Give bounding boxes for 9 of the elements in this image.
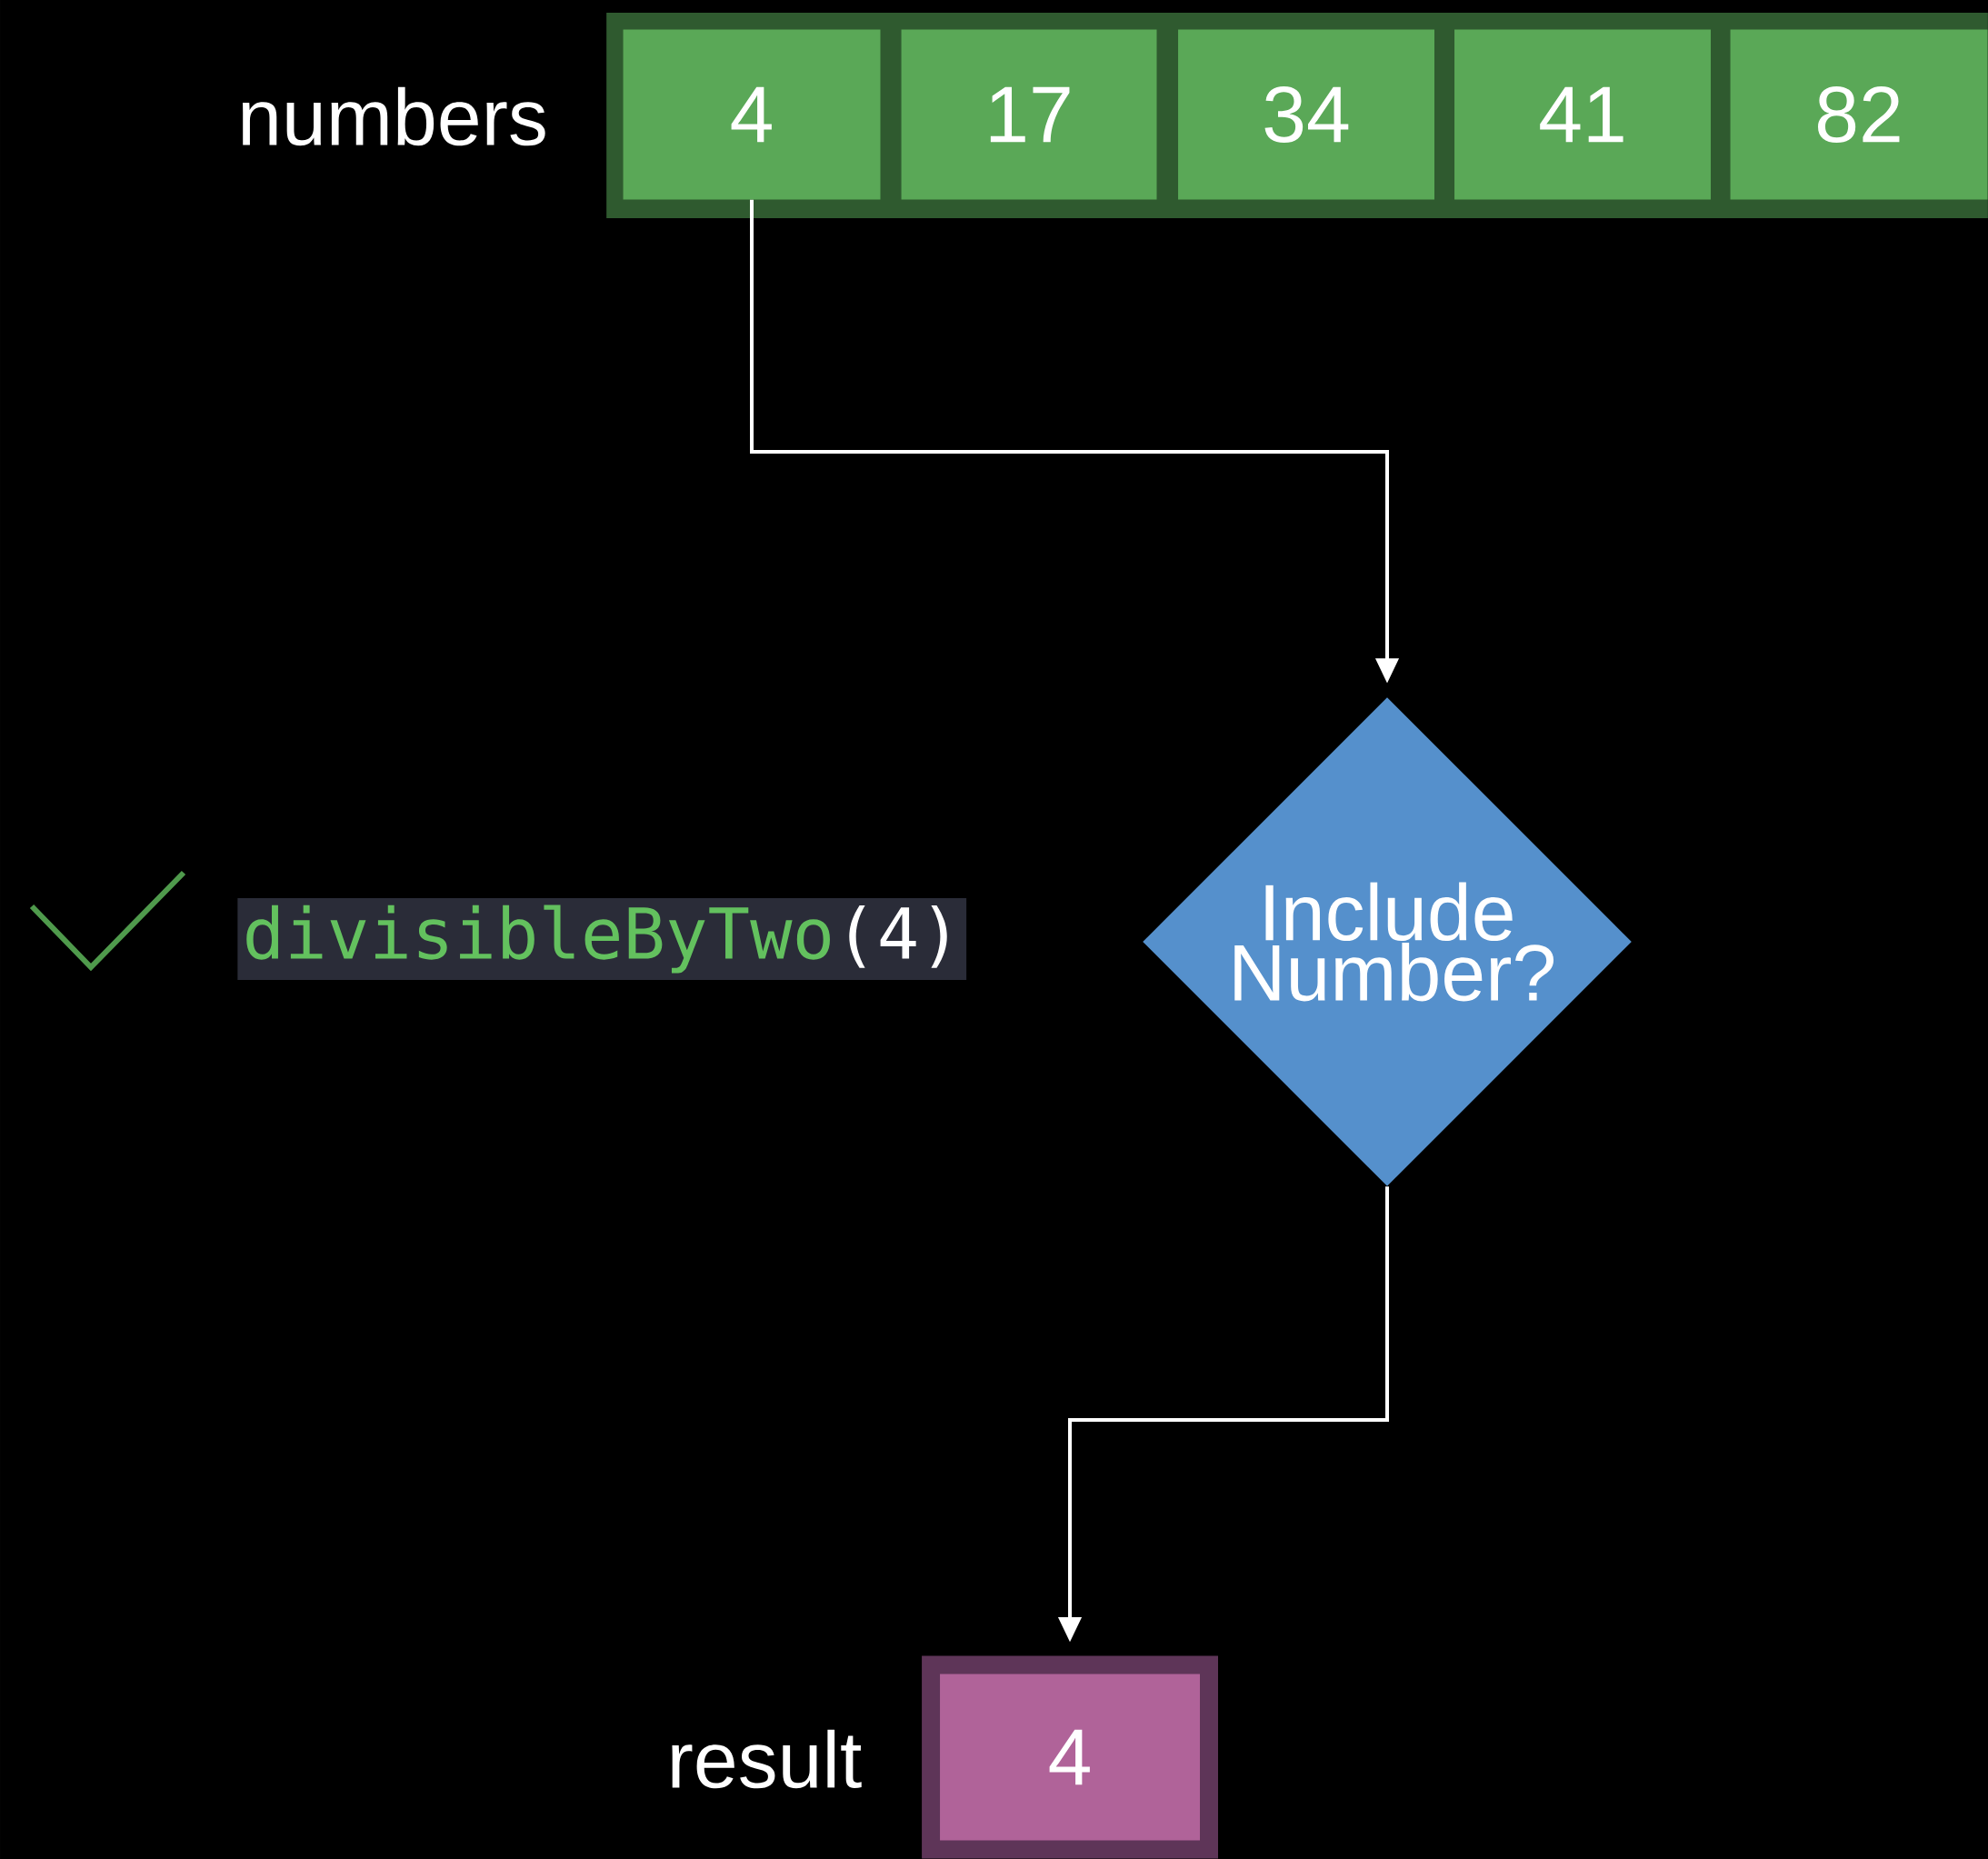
code-snippet: divisibleByTwo (4)	[237, 898, 967, 980]
array-cell: 4	[623, 29, 881, 200]
variable-label: numbers	[242, 86, 545, 146]
array-cell: 17	[901, 29, 1157, 200]
array-cell: 82	[1730, 29, 1988, 200]
result-box: 4	[922, 1655, 1218, 1859]
array-cell: 34	[1178, 29, 1434, 200]
array-cell: 41	[1454, 29, 1711, 200]
variable-label: result	[672, 1729, 862, 1789]
